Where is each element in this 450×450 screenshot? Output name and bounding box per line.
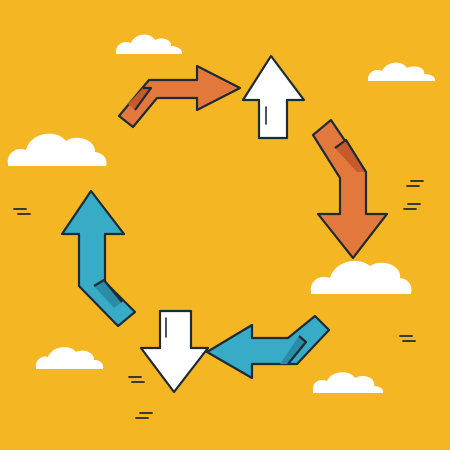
cloud-icon (312, 372, 384, 393)
decorative-dashes (13, 180, 424, 419)
orange-arrow-down (311, 118, 389, 260)
cloud-icon (7, 133, 107, 166)
orange-arrow-right (117, 64, 242, 129)
cloud-icon (310, 260, 412, 294)
blue-arrow-up (60, 189, 137, 328)
cloud-icon (35, 347, 104, 369)
cloud-icon (368, 62, 436, 81)
arrow-up-icon (241, 54, 306, 140)
blue-arrow-left (205, 314, 331, 380)
arrow-down-icon (139, 309, 210, 394)
cloud-icon (116, 34, 183, 54)
